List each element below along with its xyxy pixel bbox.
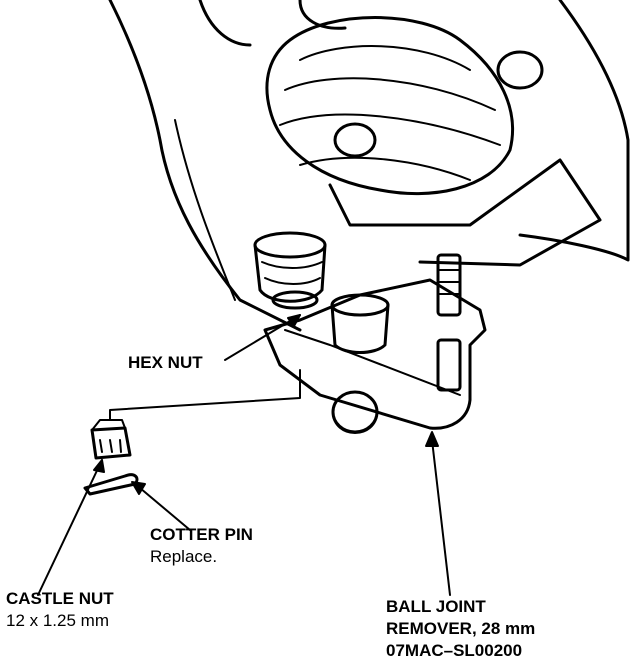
cv-boot (265, 16, 515, 196)
castle-nut-part (90, 419, 132, 460)
cotter-pin-leader (139, 487, 191, 531)
castle-nut-leader-arrow (93, 459, 105, 473)
castle-nut-name: CASTLE NUT (6, 589, 114, 608)
castle-nut-size: 12 x 1.25 mm (6, 611, 109, 630)
remover-part-number: 07MAC–SL00200 (386, 641, 523, 660)
remover-leader (431, 439, 451, 596)
hex-nut-leader (224, 314, 301, 361)
cotter-pin-leader-arrow (131, 481, 146, 495)
castle-nut-label: CASTLE NUT 12 x 1.25 mm (6, 588, 114, 632)
cotter-pin-name: COTTER PIN (150, 525, 253, 544)
remover-leader-arrow (425, 431, 439, 447)
leader-lines (37, 314, 451, 596)
cotter-pin-label: COTTER PIN Replace. (150, 524, 253, 568)
ball-joint-remover-tool (263, 253, 487, 434)
remover-line1: BALL JOINT (386, 597, 486, 616)
hex-nut-leader-arrow (287, 314, 301, 327)
castle-nut-link (109, 369, 301, 421)
remover-line2: REMOVER, 28 mm (386, 619, 536, 638)
hex-nut-name: HEX NUT (128, 353, 203, 372)
cotter-pin-note: Replace. (150, 547, 218, 566)
hex-nut-label: HEX NUT (128, 352, 203, 374)
ball-joint-remover-label: BALL JOINT REMOVER, 28 mm 07MAC–SL00200 (386, 596, 535, 662)
lower-arm (328, 50, 602, 267)
ball-joint-stud (253, 231, 327, 310)
castle-nut-leader (37, 459, 103, 596)
steering-knuckle (108, 0, 630, 332)
